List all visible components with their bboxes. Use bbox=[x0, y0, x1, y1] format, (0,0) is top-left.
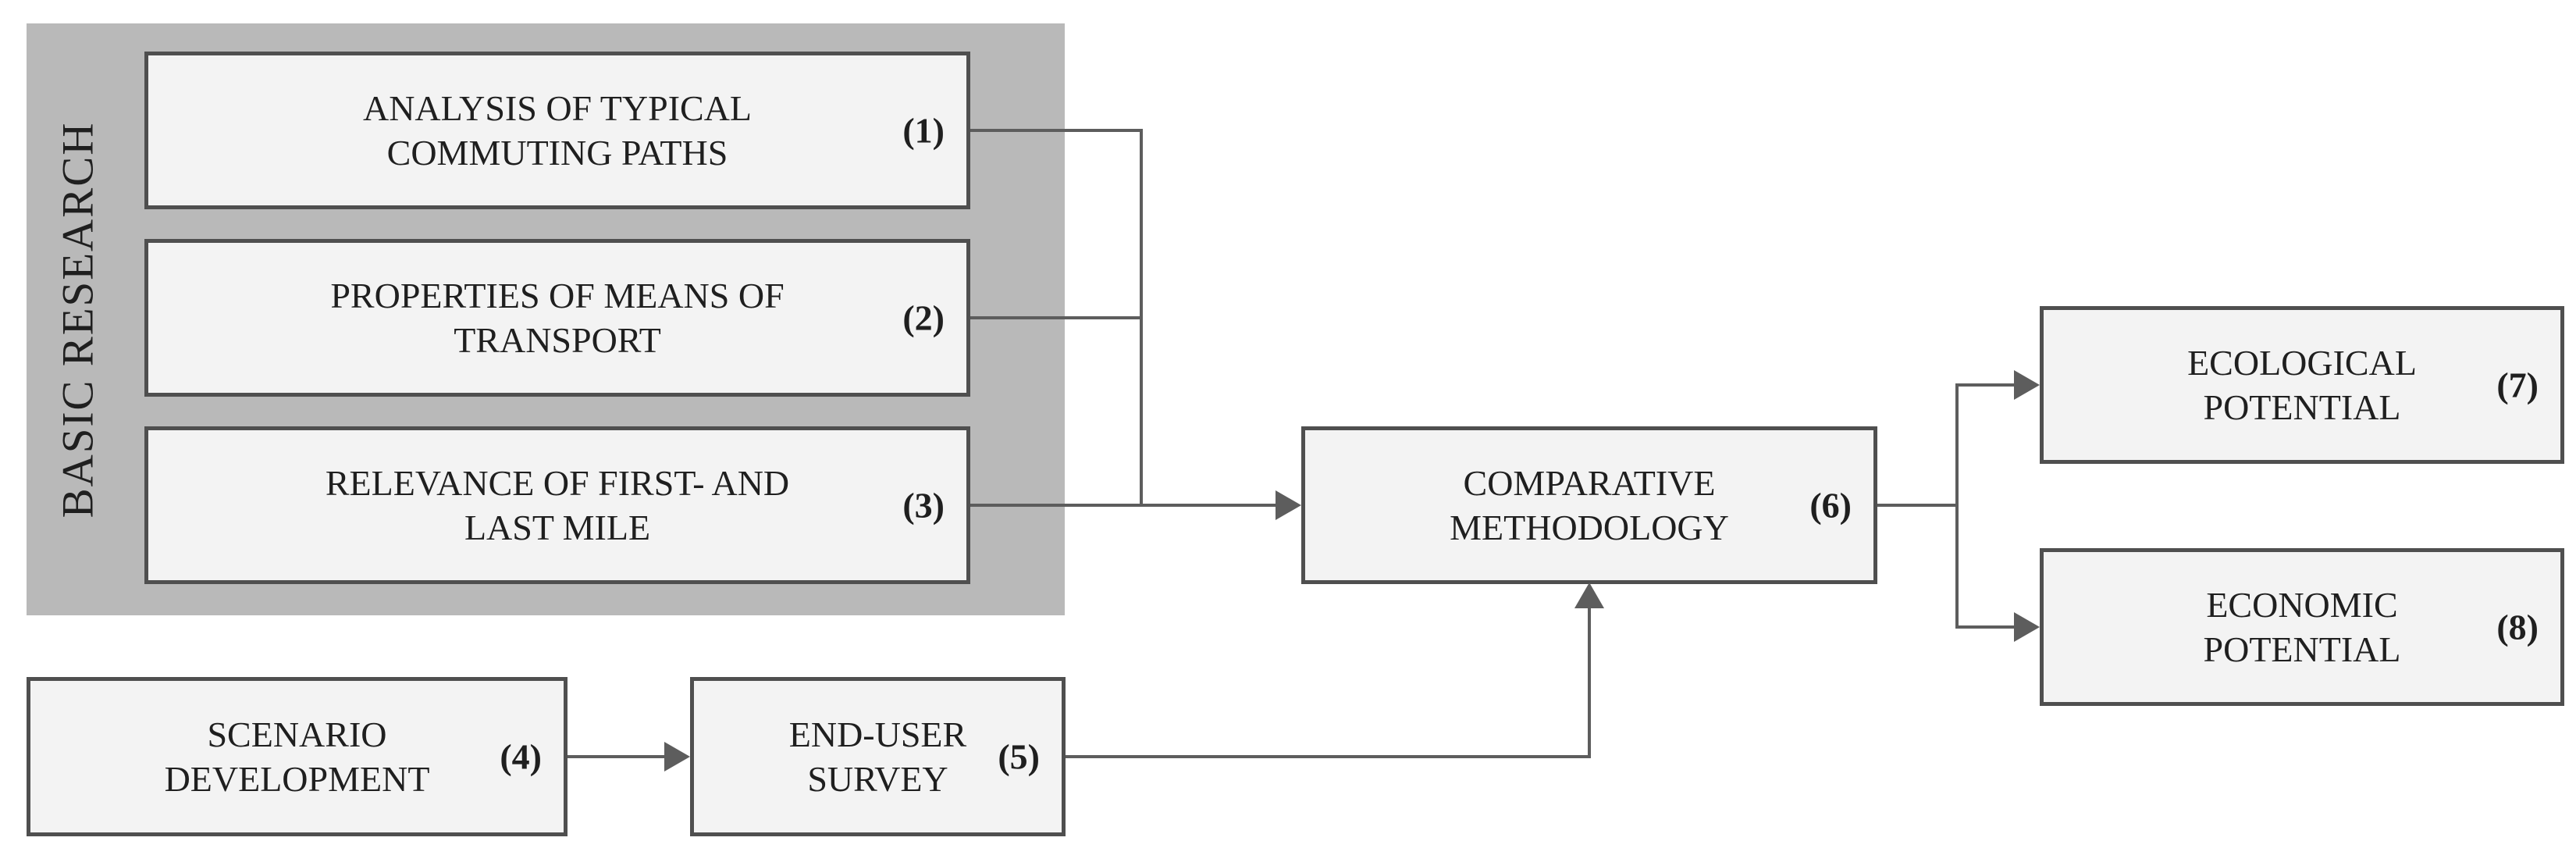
box-title-line1: END-USER bbox=[788, 714, 967, 754]
box-economic-potential: ECONOMIC POTENTIAL (8) bbox=[2040, 548, 2564, 706]
box-title: ECONOMIC POTENTIAL bbox=[2204, 583, 2401, 672]
connector-branch-to-box8 bbox=[1959, 625, 2014, 629]
box-title-line1: SCENARIO bbox=[207, 714, 387, 754]
box-title: ANALYSIS OF TYPICAL COMMUTING PATHS bbox=[363, 86, 752, 176]
box-number-4: (4) bbox=[500, 736, 542, 777]
connector-box5-horizontal bbox=[1066, 755, 1591, 758]
box-title: SCENARIO DEVELOPMENT bbox=[165, 712, 430, 802]
arrowhead-into-box5-icon bbox=[664, 742, 690, 772]
box-title-line1: ANALYSIS OF TYPICAL bbox=[362, 87, 753, 128]
box-number-1: (1) bbox=[902, 110, 945, 151]
box-title-line2: COMMUTING PATHS bbox=[386, 133, 728, 173]
box-title: RELEVANCE OF FIRST- AND LAST MILE bbox=[326, 461, 789, 551]
connector-branch-vertical bbox=[1955, 383, 1959, 629]
box-title-line1: ECOLOGICAL bbox=[2187, 342, 2417, 383]
box-title-line1: RELEVANCE OF FIRST- AND bbox=[325, 462, 790, 503]
box-title-line1: COMPARATIVE bbox=[1463, 462, 1716, 503]
connector-branch-to-box7 bbox=[1959, 383, 2014, 387]
connector-merge-vertical bbox=[1140, 129, 1143, 507]
box-title: PROPERTIES OF MEANS OF TRANSPORT bbox=[330, 273, 784, 363]
box-title-line2: SURVEY bbox=[807, 759, 948, 799]
box-number-3: (3) bbox=[902, 485, 945, 526]
arrowhead-into-box7-icon bbox=[2014, 370, 2040, 400]
box-title-line2: TRANSPORT bbox=[454, 320, 661, 360]
connector-box1-stub bbox=[970, 129, 1141, 132]
box-scenario-development: SCENARIO DEVELOPMENT (4) bbox=[27, 677, 568, 836]
box-number-2: (2) bbox=[902, 298, 945, 338]
box-properties-of-means-of-transport: PROPERTIES OF MEANS OF TRANSPORT (2) bbox=[144, 239, 970, 397]
box-end-user-survey: END-USER SURVEY (5) bbox=[690, 677, 1066, 836]
box-title-line1: ECONOMIC bbox=[2206, 584, 2398, 625]
arrowhead-into-box8-icon bbox=[2014, 612, 2040, 642]
arrowhead-into-box6-icon bbox=[1276, 490, 1301, 520]
connector-box4-to-box5 bbox=[568, 755, 665, 758]
box-title-line2: LAST MILE bbox=[464, 508, 651, 547]
box-ecological-potential: ECOLOGICAL POTENTIAL (7) bbox=[2040, 306, 2564, 464]
box-number-7: (7) bbox=[2496, 365, 2539, 405]
box-comparative-methodology: COMPARATIVE METHODOLOGY (6) bbox=[1301, 426, 1877, 584]
arrowhead-up-into-box6-icon bbox=[1574, 583, 1604, 608]
box-title-line2: DEVELOPMENT bbox=[164, 759, 430, 799]
connector-box2-stub bbox=[970, 316, 1141, 319]
basic-research-label: BASIC RESEARCH bbox=[53, 121, 103, 518]
box-number-6: (6) bbox=[1809, 485, 1852, 526]
box-title-line2: POTENTIAL bbox=[2203, 629, 2401, 669]
box-title-line2: METHODOLOGY bbox=[1450, 508, 1729, 547]
connector-box3-to-box6 bbox=[970, 504, 1276, 507]
box-relevance-of-first-and-last-mile: RELEVANCE OF FIRST- AND LAST MILE (3) bbox=[144, 426, 970, 584]
box-title-line2: POTENTIAL bbox=[2203, 387, 2401, 427]
box-title: ECOLOGICAL POTENTIAL bbox=[2187, 340, 2417, 430]
box-number-5: (5) bbox=[998, 736, 1040, 777]
box-number-8: (8) bbox=[2496, 607, 2539, 647]
connector-box5-to-box6-vertical bbox=[1588, 608, 1591, 758]
connector-box6-to-branch bbox=[1877, 504, 1957, 507]
basic-research-label-column: BASIC RESEARCH bbox=[27, 23, 130, 615]
box-title-line1: PROPERTIES OF MEANS OF bbox=[330, 275, 785, 315]
box-analysis-of-typical-commuting-paths: ANALYSIS OF TYPICAL COMMUTING PATHS (1) bbox=[144, 52, 970, 209]
box-title: COMPARATIVE METHODOLOGY bbox=[1450, 461, 1729, 551]
box-title: END-USER SURVEY bbox=[789, 712, 966, 802]
